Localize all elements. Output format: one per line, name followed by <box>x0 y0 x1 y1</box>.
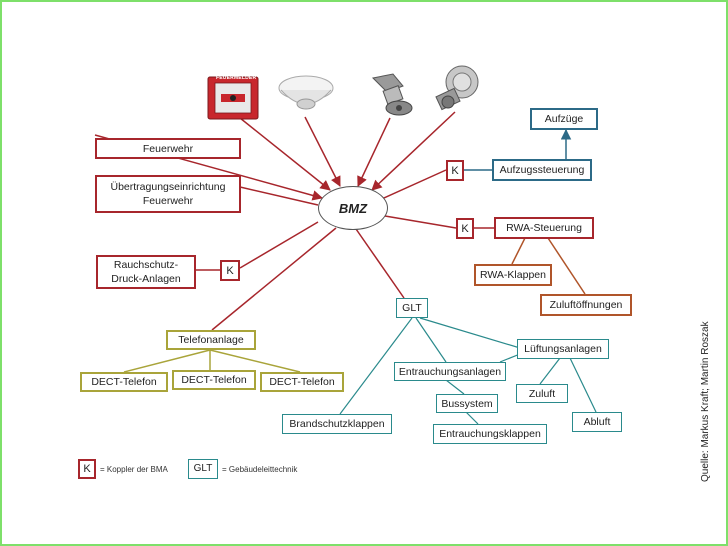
edge-smoke-bmz <box>304 116 341 187</box>
edge-glt-lueftung <box>419 317 521 349</box>
edge-glt-brandschutz <box>339 317 413 415</box>
edge-manual-point-bmz <box>239 117 331 191</box>
node-rwa-steuerung: RWA-Steuerung <box>494 217 594 239</box>
bmz-node: BMZ <box>318 186 388 230</box>
edge-glt-entrauchung <box>415 317 447 363</box>
edge-bmz-glt <box>355 228 405 299</box>
source-credit: Quelle: Markus Kraft; Martin Roszak <box>700 321 711 482</box>
heat-detector-icon <box>430 64 488 118</box>
node-feuerwehr: Feuerwehr <box>95 138 241 159</box>
smoke-detector-icon <box>277 74 335 120</box>
node-zuluft: Zuluft <box>516 384 568 403</box>
edge-uebertragung-bmz <box>239 186 319 206</box>
node-bussystem: Bussystem <box>436 394 498 413</box>
edge-rwa-zuluftoeffnungen <box>547 237 586 295</box>
edge-bmz-k-rwa <box>384 215 457 229</box>
node-lueftungsanlagen: Lüftungsanlagen <box>517 339 609 359</box>
legend-glt-text: = Gebäudeleittechnik <box>222 465 298 474</box>
coupler-k-aufzug: K <box>446 160 464 181</box>
node-glt: GLT <box>396 298 428 318</box>
node-uebertragungseinrichtung: Übertragungseinrichtung Feuerwehr <box>95 175 241 213</box>
node-entrauchungsklappen: Entrauchungsklappen <box>433 424 547 444</box>
legend-k-text: = Koppler der BMA <box>100 465 168 474</box>
node-telefonanlage: Telefonanlage <box>166 330 256 350</box>
edge-rwa-klappen <box>511 237 526 265</box>
edge-heat-bmz <box>371 111 456 191</box>
node-zuluftoeffnungen: Zuluftöffnungen <box>540 294 632 316</box>
node-dect-telefon-1: DECT-Telefon <box>80 372 168 392</box>
coupler-k-rwa: K <box>456 218 474 239</box>
edge-lueftung-abluft <box>569 357 597 413</box>
node-rwa-klappen: RWA-Klappen <box>474 264 552 286</box>
edge-bussystem-klappen <box>465 411 479 425</box>
manual-call-point-icon: FEUERMELDER <box>207 75 259 120</box>
node-dect-telefon-3: DECT-Telefon <box>260 372 344 392</box>
edge-tel-dect1 <box>123 349 211 373</box>
device-label: FEUERMELDER <box>216 75 257 81</box>
node-entrauchungsanlagen: Entrauchungsanlagen <box>394 362 506 381</box>
edge-entrauchung-bussystem <box>445 379 465 395</box>
node-dect-telefon-2: DECT-Telefon <box>172 370 256 390</box>
node-abluft: Abluft <box>572 412 622 432</box>
legend-glt-symbol: GLT <box>188 459 218 479</box>
node-aufzuege: Aufzüge <box>530 108 598 130</box>
edge-bmz-k-aufzug <box>374 169 447 203</box>
sprinkler-icon <box>363 72 417 120</box>
node-aufzugssteuerung: Aufzugssteuerung <box>492 159 592 181</box>
coupler-k-rauchschutz: K <box>220 260 240 281</box>
edge-lueftung-entrauchung <box>499 353 521 363</box>
legend-k-symbol: K <box>78 459 96 479</box>
edge-tel-dect3 <box>209 349 301 373</box>
edge-lueftung-zuluft <box>539 357 561 385</box>
node-brandschutzklappen: Brandschutzklappen <box>282 414 392 434</box>
node-rauchschutz-druck-anlagen: Rauchschutz- Druck-Anlagen <box>96 255 196 289</box>
edge-bmz-telefonanlage <box>211 227 337 331</box>
edge-sprinkler-bmz <box>357 117 391 187</box>
edge-bmz-k-rauch <box>239 221 319 269</box>
